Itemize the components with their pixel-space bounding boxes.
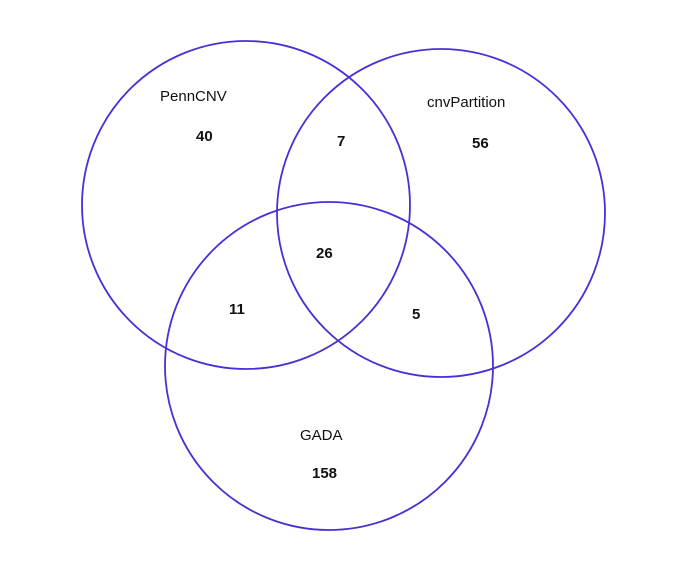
cnvpartition-only-count: 56 bbox=[472, 135, 489, 152]
all-three-count: 26 bbox=[316, 245, 333, 262]
penncnv-label: PennCNV bbox=[160, 88, 227, 105]
gada-only-count: 158 bbox=[312, 465, 337, 482]
cnvpartition-gada-count: 5 bbox=[412, 306, 420, 323]
gada-circle bbox=[164, 201, 494, 531]
penncnv-cnvpartition-count: 7 bbox=[337, 133, 345, 150]
cnvpartition-label: cnvPartition bbox=[427, 94, 505, 111]
penncnv-only-count: 40 bbox=[196, 128, 213, 145]
gada-label: GADA bbox=[300, 427, 343, 444]
penncnv-gada-count: 11 bbox=[229, 301, 245, 318]
penncnv-circle bbox=[81, 40, 411, 370]
cnvpartition-circle bbox=[276, 48, 606, 378]
